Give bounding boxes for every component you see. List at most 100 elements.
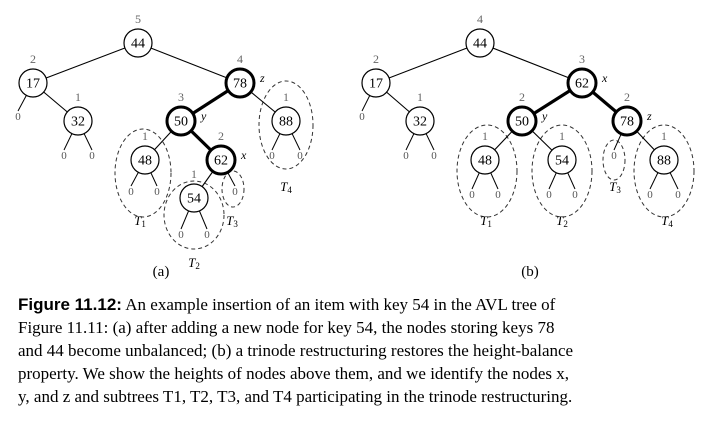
- caption-line-3: and 44 become unbalanced; (b) a trinode …: [18, 341, 574, 360]
- node-height-62: 3: [579, 52, 585, 66]
- node-height-48: 1: [142, 129, 148, 143]
- leaf-height-a: 0: [204, 229, 210, 241]
- caption-text-1: An example insertion of an item with key…: [125, 295, 556, 314]
- node-label-y: y: [541, 109, 548, 123]
- subtree-label-T2: T2: [188, 255, 200, 272]
- subtree-label-T2: T2: [556, 213, 568, 230]
- node-50-b: [506, 105, 538, 137]
- caption-label: Figure 11.12:: [18, 295, 122, 314]
- node-key-48: 48: [478, 154, 492, 169]
- node-key-78: 78: [233, 77, 247, 92]
- node-height-32: 1: [417, 90, 423, 104]
- subtree-outline-a-1: [114, 128, 172, 218]
- leaf-height-a: 0: [232, 186, 238, 198]
- leaf-height-a: 0: [89, 150, 95, 162]
- node-key-50: 50: [515, 115, 529, 130]
- leaf-height-a: 0: [178, 229, 184, 241]
- node-78-b: [611, 105, 643, 137]
- leaf-height-b: 0: [647, 189, 653, 201]
- figure-caption: Figure 11.12: An example insertion of an…: [18, 293, 708, 408]
- leaf-height-b: 0: [675, 189, 681, 201]
- tree-edge-a: [137, 42, 241, 84]
- node-height-78: 4: [237, 52, 243, 66]
- leaf-height-b: 0: [611, 150, 617, 162]
- node-44-a: [123, 28, 153, 58]
- node-54-b: [547, 145, 577, 175]
- node-key-48: 48: [138, 154, 152, 169]
- node-key-17: 17: [369, 77, 383, 92]
- node-key-32: 32: [71, 115, 85, 130]
- node-label-x: x: [240, 148, 247, 162]
- node-height-17: 2: [30, 52, 36, 66]
- node-key-78: 78: [620, 115, 634, 130]
- node-key-54: 54: [555, 154, 569, 169]
- leaf-height-a: 0: [61, 150, 67, 162]
- leaf-height-b: 0: [469, 189, 475, 201]
- caption-line-1: Figure 11.12: An example insertion of an…: [18, 293, 708, 316]
- node-48-b: [470, 145, 500, 175]
- leaf-height-b: 0: [431, 150, 437, 162]
- tree-edge-b: [479, 42, 583, 84]
- caption-line-5: y, and z and subtrees T1, T2, T3, and T4…: [18, 387, 573, 406]
- node-32-b: [405, 106, 435, 136]
- node-height-62: 2: [218, 129, 224, 143]
- tree-edge-b: [375, 42, 481, 84]
- node-height-88: 1: [283, 90, 289, 104]
- node-78-a: [224, 67, 256, 99]
- node-height-50: 2: [519, 90, 525, 104]
- node-key-88: 88: [279, 115, 293, 130]
- node-height-44: 5: [135, 12, 141, 26]
- tree-edge-a: [32, 42, 139, 84]
- leaf-height-a: 0: [297, 150, 303, 162]
- node-44-b: [465, 28, 495, 58]
- leaf-height-b: 0: [359, 111, 365, 123]
- subtree-label-T1: T1: [480, 213, 492, 230]
- node-key-88: 88: [657, 154, 671, 169]
- subtree-outline-b-2: [531, 124, 593, 218]
- node-label-y: y: [200, 109, 207, 123]
- figure-part-caption-b: (b): [521, 264, 539, 280]
- node-height-54: 1: [559, 129, 565, 143]
- leaf-height-b: 0: [403, 150, 409, 162]
- leaf-height-a: 0: [128, 186, 134, 198]
- node-height-17: 2: [373, 52, 379, 66]
- node-key-32: 32: [413, 115, 427, 130]
- subtree-outline-a-2: [163, 180, 225, 250]
- node-54-a: [179, 183, 209, 213]
- node-height-50: 3: [178, 90, 184, 104]
- node-17-b: [361, 68, 391, 98]
- node-height-32: 1: [75, 90, 81, 104]
- node-17-a: [18, 68, 48, 98]
- node-62-b: [566, 67, 598, 99]
- leaf-height-a: 0: [269, 150, 275, 162]
- subtree-label-T1: T1: [134, 213, 146, 230]
- node-key-17: 17: [26, 77, 40, 92]
- node-height-78: 2: [624, 90, 630, 104]
- node-62-a: [205, 144, 237, 176]
- node-key-62: 62: [575, 77, 589, 92]
- leaf-height-a: 0: [15, 111, 21, 123]
- node-key-44: 44: [131, 37, 145, 52]
- leaf-height-a: 0: [154, 186, 160, 198]
- figure-part-caption-a: (a): [153, 264, 170, 280]
- subtree-outline-b-4: [633, 124, 695, 218]
- leaf-height-b: 0: [572, 189, 578, 201]
- subtree-label-T3: T3: [226, 213, 238, 230]
- caption-line-2: Figure 11.11: (a) after adding a new nod…: [18, 318, 555, 337]
- node-label-z: z: [259, 71, 265, 85]
- node-height-48: 1: [482, 129, 488, 143]
- node-key-44: 44: [473, 37, 487, 52]
- node-50-a: [165, 105, 197, 137]
- node-48-a: [130, 145, 160, 175]
- node-key-54: 54: [187, 192, 201, 207]
- node-88-a: [271, 106, 301, 136]
- node-key-50: 50: [174, 115, 188, 130]
- caption-line-4: property. We show the heights of nodes a…: [18, 364, 570, 383]
- subtree-outline-b-1: [456, 124, 518, 218]
- subtree-label-T4: T4: [280, 179, 292, 196]
- subtree-outline-a-4: [258, 80, 314, 170]
- node-height-88: 1: [661, 129, 667, 143]
- node-32-a: [63, 106, 93, 136]
- node-key-62: 62: [214, 154, 228, 169]
- node-height-44: 4: [477, 12, 483, 26]
